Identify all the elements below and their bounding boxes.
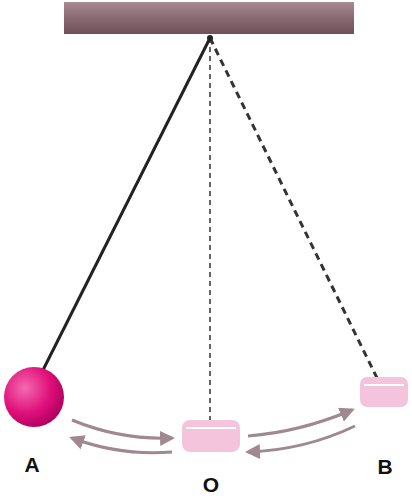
pivot: [207, 35, 213, 41]
pendulum-bob: [4, 367, 64, 427]
ghost-bob-b: [360, 377, 408, 407]
point-label: B: [377, 456, 392, 477]
pendulum-string: [42, 38, 210, 372]
motion-arrow: [72, 438, 172, 453]
motion-arrow: [72, 420, 172, 438]
string-at-b: [210, 38, 378, 380]
point-label: O: [203, 474, 219, 495]
motion-arrow: [248, 410, 352, 436]
point-label: A: [24, 454, 39, 475]
ceiling-support: [64, 2, 354, 34]
motion-arrow: [248, 426, 355, 452]
ghost-bob-o: [182, 420, 240, 452]
rest-position-line: [209, 38, 211, 420]
